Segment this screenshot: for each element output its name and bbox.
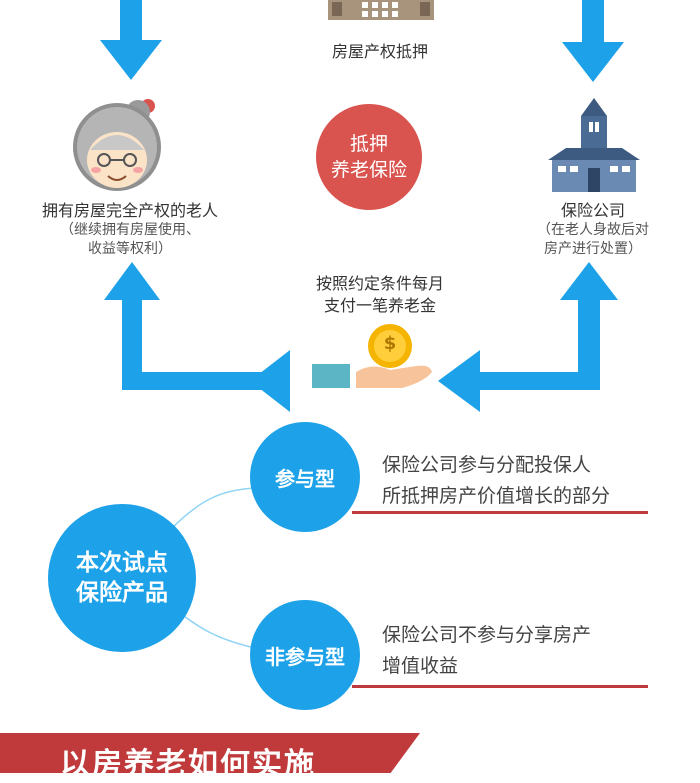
non-participating-circle: 非参与型: [250, 600, 360, 710]
company-sub1: （在老人身故后对: [537, 222, 649, 238]
church-building-icon: [548, 98, 640, 192]
non-participating-label: 非参与型: [265, 644, 345, 669]
arrow-shaft-top-right: [582, 0, 604, 42]
participating-underline: [352, 511, 648, 514]
participating-desc1: 保险公司参与分配投保人: [382, 454, 592, 476]
participating-label: 参与型: [275, 466, 335, 491]
grandma-icon: [73, 99, 161, 191]
house-label: 房屋产权抵押: [331, 42, 428, 61]
arrow-head-right-left: [438, 350, 480, 412]
arrow-shaft-right-horizontal: [480, 372, 600, 390]
arrow-head-left-left: [250, 350, 290, 412]
arrow-shaft-left-vertical: [122, 300, 142, 390]
center-circle-line2: 养老保险: [330, 159, 407, 181]
house-icon: [328, 0, 434, 20]
arrow-head-top-left: [100, 40, 162, 80]
trial-product-line2: 保险产品: [76, 580, 168, 606]
trial-product-line1: 本次试点: [76, 550, 168, 576]
center-circle-line1: 抵押: [349, 133, 388, 155]
company-sub2: 房产进行处置）: [544, 241, 642, 257]
arrow-head-right-up: [560, 262, 618, 300]
mortgage-insurance-circle: 抵押 养老保险: [316, 104, 422, 210]
section-banner: [0, 733, 420, 773]
non-participating-underline: [352, 685, 648, 688]
arrow-shaft-right-vertical: [578, 300, 600, 390]
hand-coin-icon: [312, 324, 432, 388]
non-participating-desc2: 增值收益: [382, 655, 459, 677]
payment-line2: 支付一笔养老金: [323, 296, 436, 315]
connector-upper: [169, 487, 256, 531]
non-participating-desc1: 保险公司不参与分享房产: [382, 624, 592, 646]
elder-sub1: （继续拥有房屋使用、: [60, 222, 200, 238]
trial-product-circle: 本次试点 保险产品: [48, 504, 196, 652]
elder-title: 拥有房屋完全产权的老人: [41, 201, 218, 220]
arrow-head-top-right: [562, 42, 624, 82]
participating-desc2: 所抵押房产价值增长的部分: [382, 485, 611, 507]
payment-line1: 按照约定条件每月: [315, 274, 444, 293]
arrow-head-left-up: [104, 262, 160, 300]
company-title: 保险公司: [560, 201, 625, 220]
participating-circle: 参与型: [250, 422, 360, 532]
arrow-shaft-left-horizontal: [122, 372, 290, 390]
elder-sub2: 收益等权利）: [88, 241, 172, 257]
arrow-shaft-top-left: [120, 0, 142, 40]
section-banner-title: 以房养老如何实施: [60, 747, 316, 782]
coin-dollar-symbol: $: [383, 333, 397, 354]
